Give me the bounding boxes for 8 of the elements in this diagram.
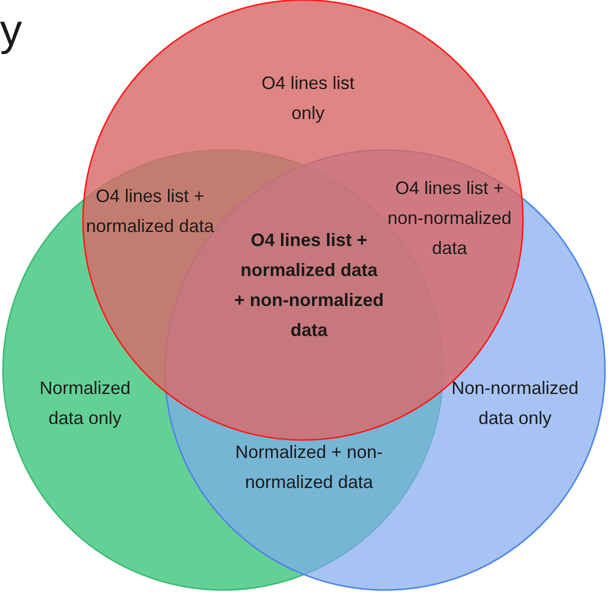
region-label: O4 lines list + non-normalized data [386, 177, 513, 260]
region-label: Normalized + non-normalized data [234, 441, 384, 494]
region-label: Non-normalized data only [450, 377, 580, 430]
region-label: Normalized data only [38, 377, 132, 430]
region-label: O4 lines list only [260, 72, 356, 125]
region-label: O4 lines list + normalized data + non-normalized data [234, 229, 384, 342]
title-fragment: y [0, 6, 23, 56]
region-label: O4 lines list + normalized data [84, 185, 216, 238]
